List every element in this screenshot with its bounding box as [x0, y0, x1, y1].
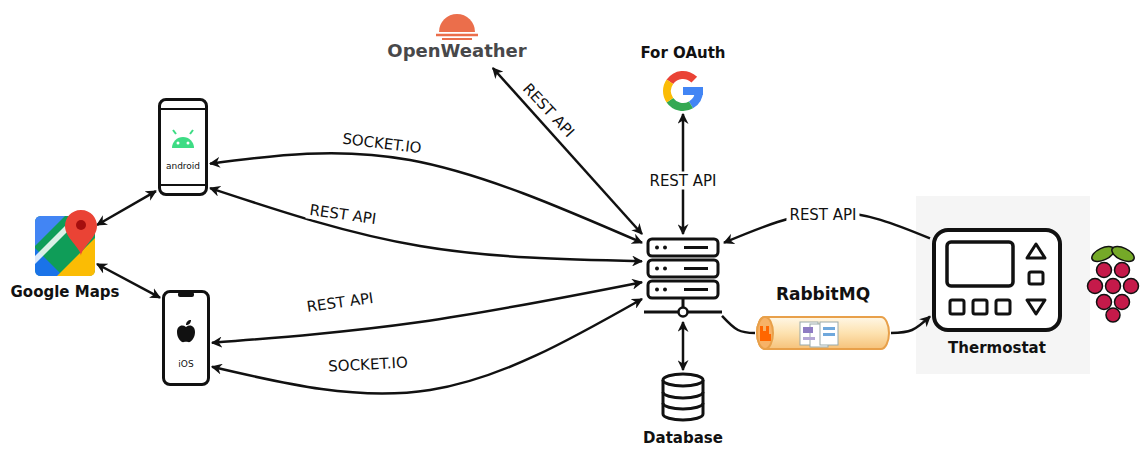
node-label: Database — [643, 430, 723, 447]
ios-phone-icon — [165, 293, 207, 383]
google-oauth: For OAuth — [662, 70, 704, 112]
android-phone: android — [158, 98, 208, 196]
connector — [97, 191, 156, 225]
google-maps-icon: Google Maps — [35, 216, 95, 276]
node-label: Google Maps — [11, 284, 120, 301]
thermostat: Thermostat — [932, 228, 1062, 332]
database: Database — [659, 372, 707, 422]
connector-label: REST API — [305, 200, 380, 228]
database-icon — [659, 372, 707, 422]
server-icon — [644, 236, 722, 320]
node-label: iOS — [178, 359, 193, 369]
thermostat-panel — [916, 196, 1090, 374]
connector — [682, 322, 685, 370]
message-queue-icon — [755, 313, 891, 353]
thermostat-icon — [932, 228, 1062, 332]
connector-label: REST API — [517, 77, 580, 143]
connector-label: SOCKET.IO — [325, 353, 411, 375]
connector — [210, 153, 642, 243]
connector — [212, 299, 642, 394]
google-oauth-icon — [662, 70, 704, 112]
connector — [722, 316, 755, 333]
connector — [210, 188, 642, 261]
connector-label: REST API — [646, 172, 719, 190]
node-label: android — [166, 161, 200, 171]
node-label: OpenWeather — [387, 41, 526, 62]
node-label: RabbitMQ — [776, 285, 870, 305]
connector — [891, 316, 930, 333]
connector — [493, 68, 642, 234]
connector-label: REST API — [303, 288, 378, 316]
ios-phone: iOS — [162, 290, 210, 386]
node-label: For OAuth — [640, 45, 725, 62]
message-queue: RabbitMQ — [755, 313, 891, 353]
android-phone-icon — [161, 101, 205, 193]
node-label: Thermostat — [948, 340, 1046, 357]
raspberry-pi-logo — [1088, 243, 1139, 322]
connector-label: SOCKET.IO — [338, 129, 425, 157]
connector-label: REST API — [786, 206, 859, 224]
google-maps-icon-icon — [35, 216, 95, 276]
openweather-logo: OpenWeather — [382, 4, 531, 66]
server — [644, 236, 722, 320]
